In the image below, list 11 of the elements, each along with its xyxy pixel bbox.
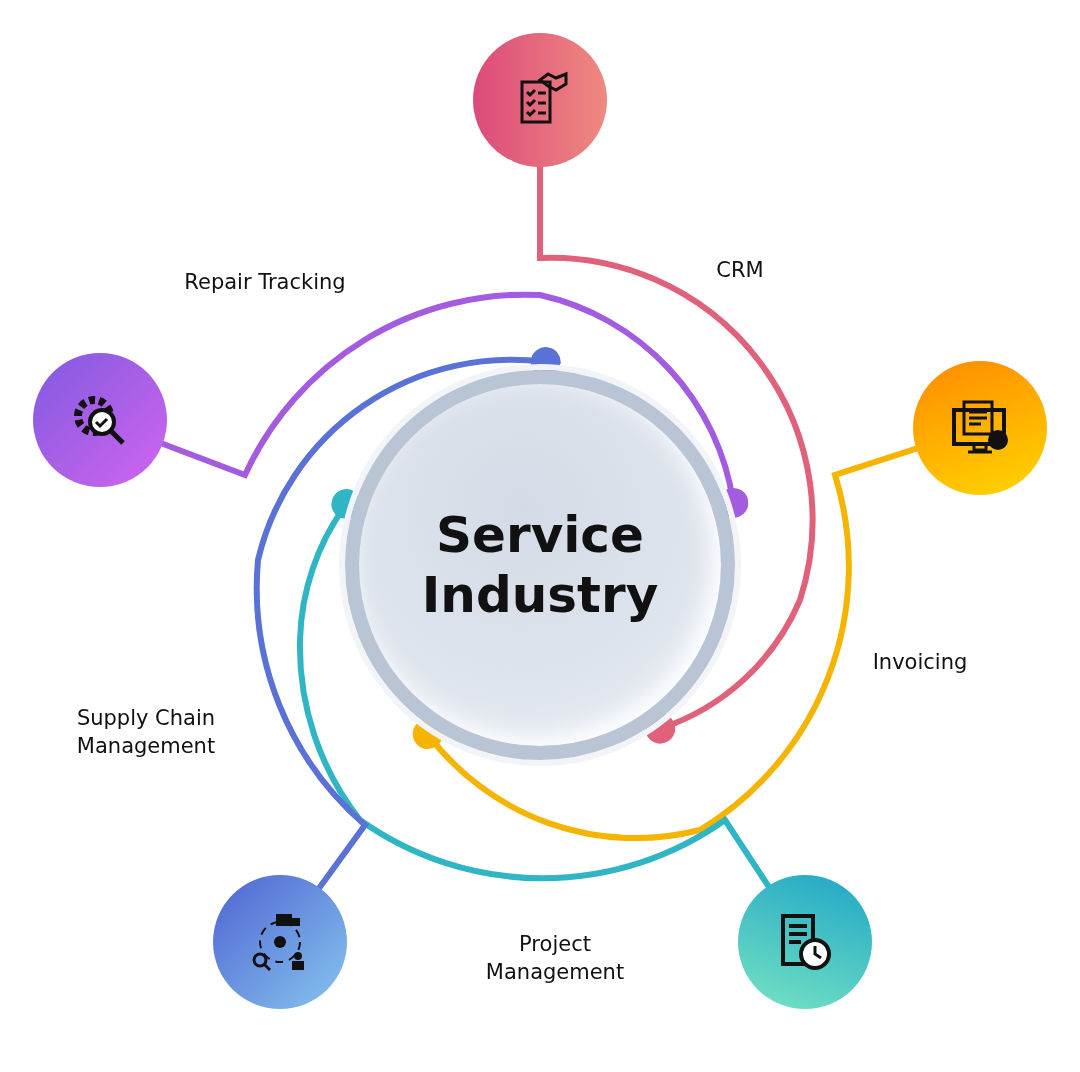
hub-title: Service Industry: [420, 505, 660, 625]
connector-line: [159, 292, 749, 518]
category-label: Project Management: [484, 931, 626, 986]
connector-line: [297, 489, 772, 889]
category-label: Invoicing: [871, 649, 969, 676]
connector-line: [537, 164, 816, 744]
category-label: Repair Tracking: [183, 269, 347, 296]
category-label: CRM: [715, 257, 765, 284]
category-label: Supply Chain Management: [75, 705, 217, 760]
connector-line: [412, 445, 920, 842]
connector-line: [253, 347, 561, 891]
